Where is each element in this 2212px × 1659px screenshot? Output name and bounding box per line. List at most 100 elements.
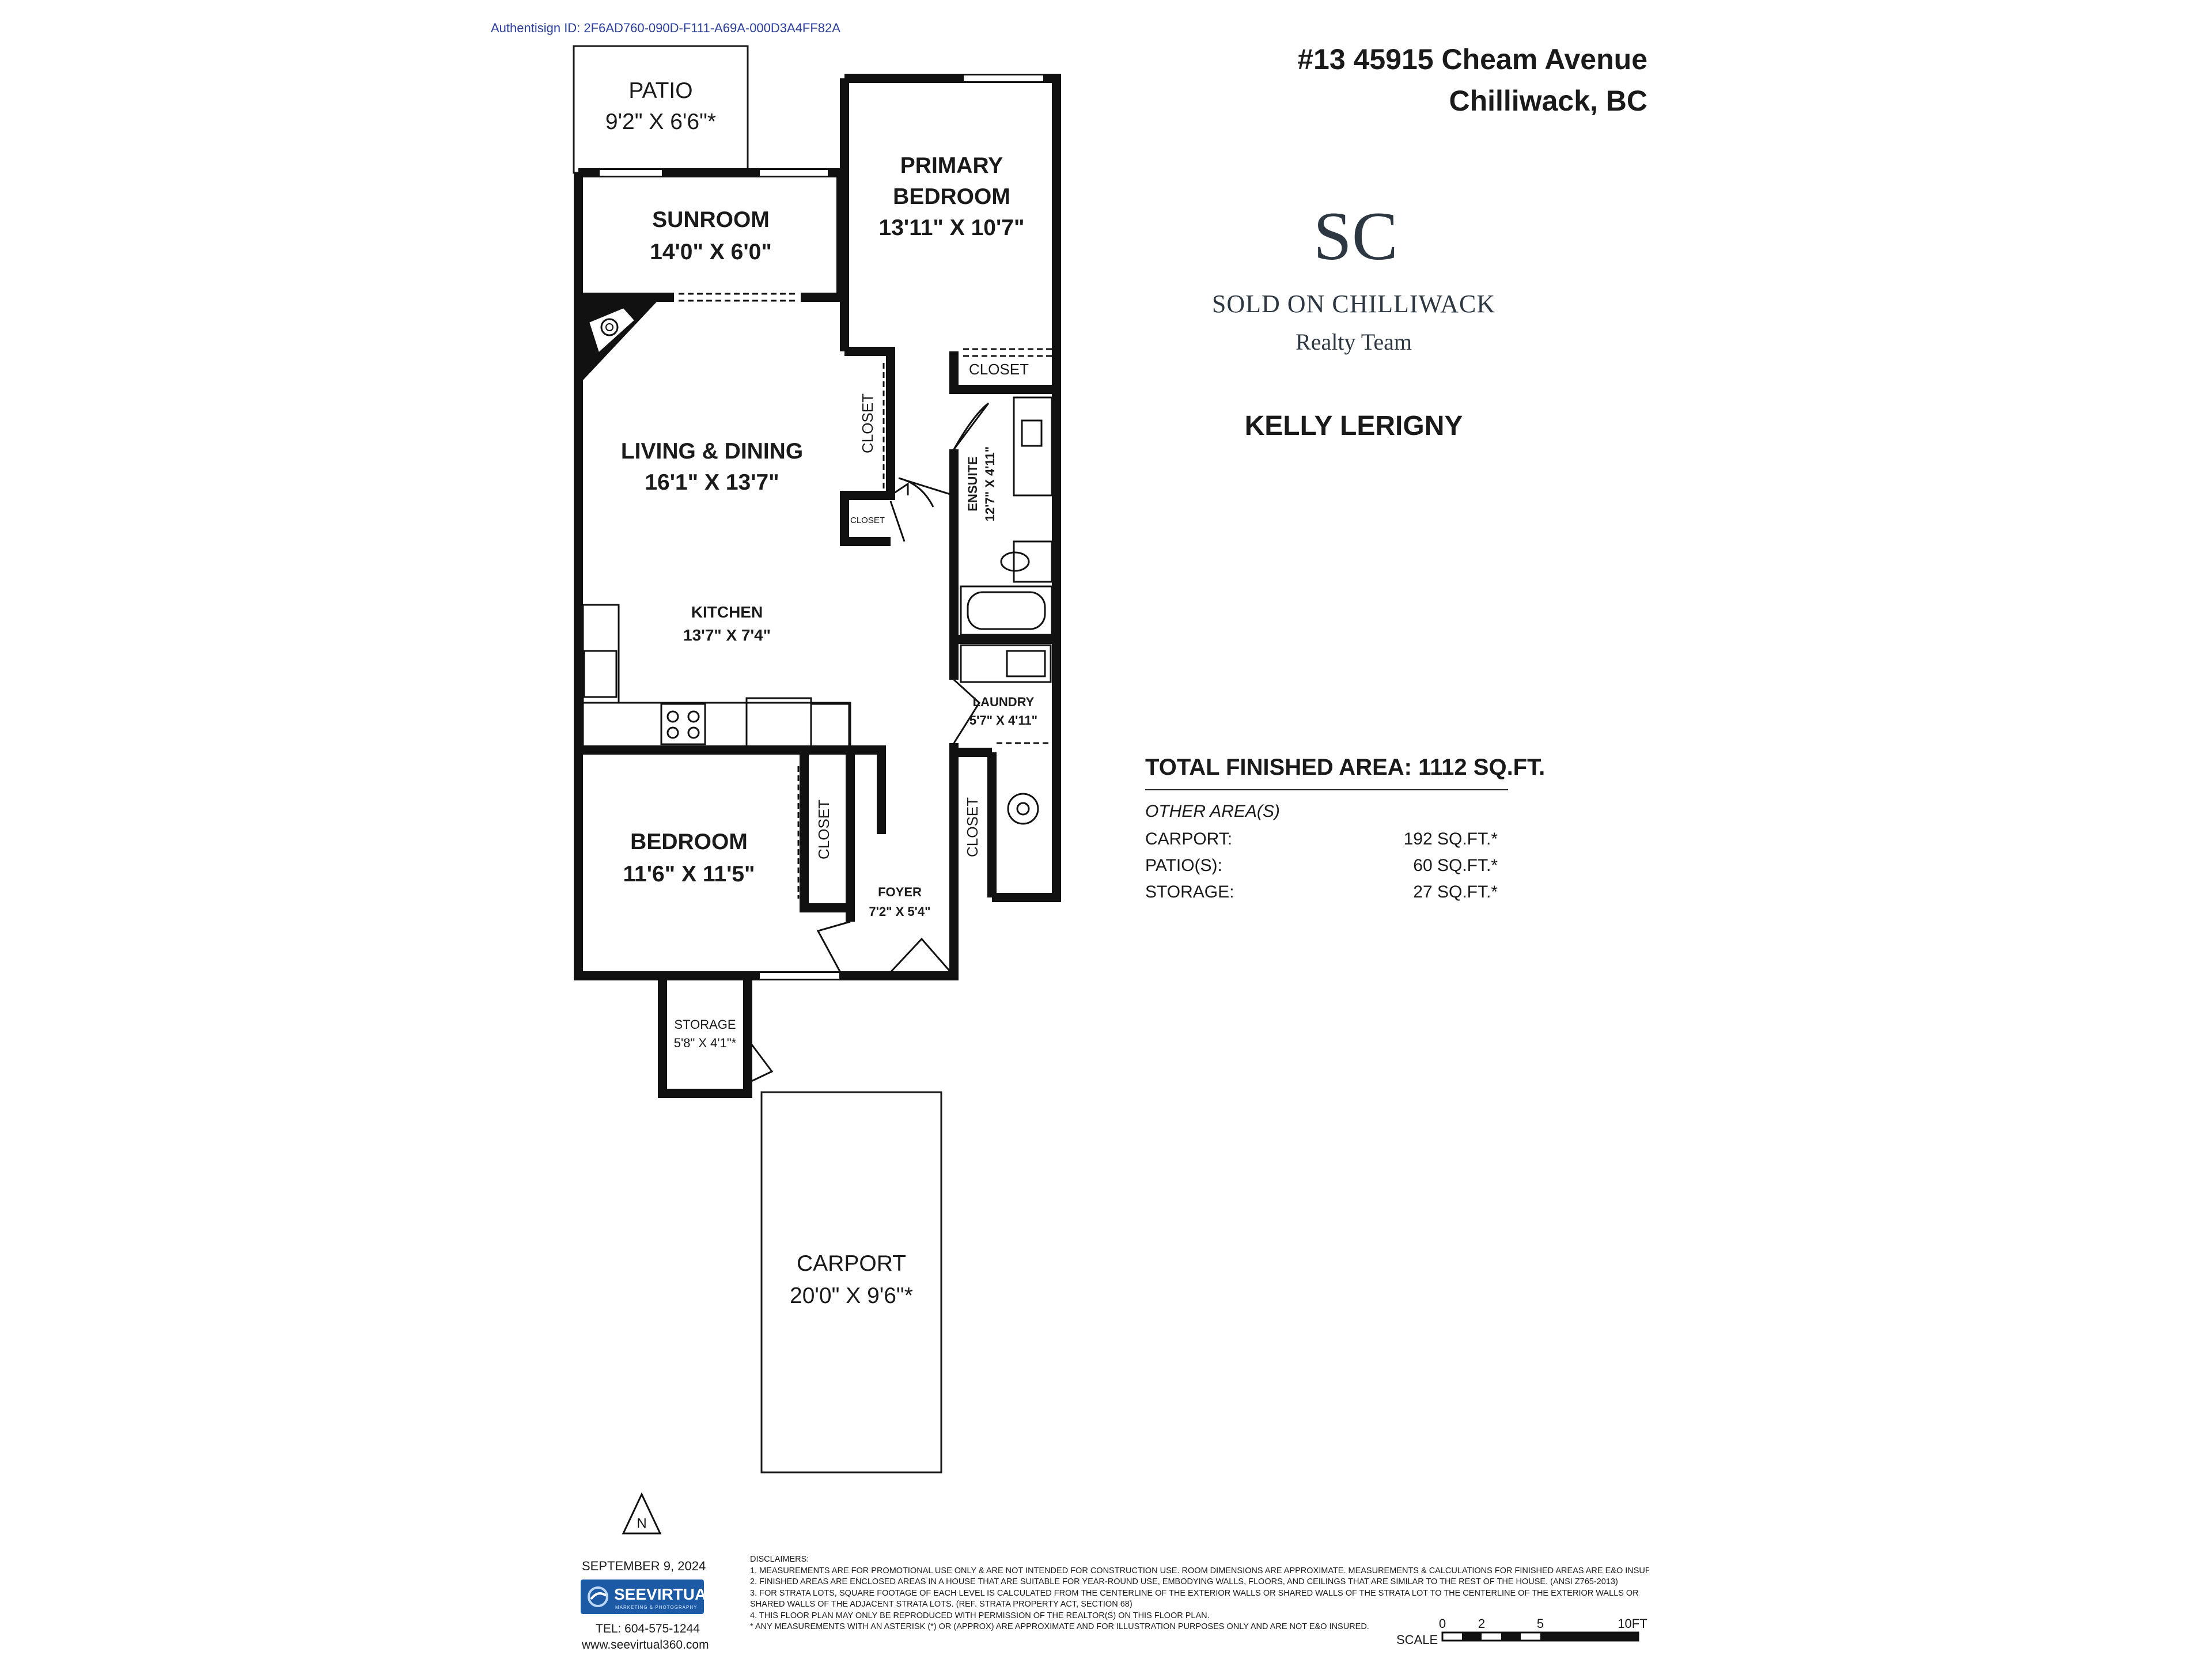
dryer-icon: [1006, 650, 1046, 677]
area-row-value: 27 SQ.FT.*: [1413, 882, 1498, 902]
window: [963, 74, 1044, 82]
small-closet-door: [889, 501, 906, 542]
scale-tick: 5: [1537, 1616, 1544, 1631]
plan-date: SEPTEMBER 9, 2024: [582, 1559, 706, 1573]
north-label: N: [637, 1516, 646, 1531]
room-name-primary-2: BEDROOM: [893, 184, 1010, 209]
burner-icon: [666, 710, 679, 723]
bathtub-icon: [960, 585, 1053, 636]
area-row-value: 60 SQ.FT.*: [1413, 856, 1498, 875]
area-row-label: PATIO(S):: [1145, 856, 1222, 875]
bedroom-door: [816, 921, 851, 974]
room-dims-bedroom: 11'6" X 11'5": [623, 862, 755, 887]
water-heater-core: [1016, 802, 1030, 816]
primary-closet-doors: [963, 348, 1052, 357]
washer-dryer-icon: [960, 644, 1052, 683]
disclaimer-line: * ANY MEASUREMENTS WITH AN ASTERISK (*) …: [750, 1622, 1369, 1631]
total-area-value: 1112 SQ.FT.: [1418, 755, 1546, 780]
room-dims-foyer: 7'2" X 5'4": [869, 904, 930, 919]
bedroom-closet-doors: [797, 766, 806, 899]
seevirtual-name: SEEVIRTUAL: [614, 1585, 717, 1603]
area-row-carport: CARPORT: 192 SQ.FT.*: [1145, 830, 1498, 849]
carport-outline: [760, 1091, 942, 1474]
scale-bar: SCALE 0 2 5 10FT: [1396, 1616, 1647, 1647]
room-dims-sunroom: 14'0" X 6'0": [650, 240, 772, 264]
closet-door: [890, 482, 909, 497]
stove-icon: [660, 703, 706, 745]
wall-closet-living: [840, 347, 895, 546]
area-row-label: STORAGE:: [1145, 882, 1234, 902]
brand-name: SOLD ON CHILLIWACK: [1211, 290, 1496, 318]
room-name-primary-1: PRIMARY: [900, 153, 1003, 178]
area-divider: [1145, 789, 1508, 790]
room-dims-patio: 9'2" X 6'6"*: [605, 109, 716, 134]
ensuite-door: [953, 402, 990, 450]
disclaimers: DISCLAIMERS: 1. MEASUREMENTS ARE FOR PRO…: [750, 1554, 1649, 1633]
living-closet-doors: [882, 363, 892, 490]
room-dims-laundry: 5'7" X 4'11": [969, 713, 1037, 728]
burner-icon: [687, 710, 700, 723]
scale-seg: [1540, 1633, 1638, 1641]
laundry-door: [953, 679, 980, 744]
fridge-icon: [745, 697, 812, 748]
ensuite-vanity: [1013, 396, 1053, 497]
scale-label: SCALE: [1396, 1633, 1438, 1647]
room-name-small-closet: CLOSET: [850, 516, 885, 525]
area-row-patio: PATIO(S): 60 SQ.FT.*: [1145, 856, 1498, 876]
window: [599, 169, 663, 177]
burner-icon: [666, 726, 679, 739]
seevirtual-logo: [581, 1580, 704, 1614]
window: [759, 972, 840, 980]
room-name-living: LIVING & DINING: [621, 439, 803, 464]
area-row-storage: STORAGE: 27 SQ.FT.*: [1145, 882, 1498, 902]
disclaimer-line: 2. FINISHED AREAS ARE ENCLOSED AREAS IN …: [750, 1577, 1618, 1586]
monogram-s: SC: [1313, 198, 1398, 274]
room-name-bedroom-closet: CLOSET: [815, 800, 832, 859]
sunroom-opening: [679, 293, 797, 302]
room-name-sunroom: SUNROOM: [652, 207, 770, 232]
room-name-kitchen: KITCHEN: [691, 603, 763, 621]
company-website: www.seevirtual360.com: [582, 1638, 709, 1652]
room-name-carport: CARPORT: [797, 1251, 906, 1276]
room-name-primary-closet: CLOSET: [969, 361, 1029, 378]
north-arrow-icon: N: [622, 1492, 662, 1535]
room-dims-ensuite: 12'7" X 4'11": [983, 446, 997, 521]
room-name-bedroom: BEDROOM: [630, 830, 748, 854]
scale-seg: [1462, 1633, 1482, 1641]
seevirtual-swirl-icon: [588, 1586, 608, 1607]
total-finished-area: TOTAL FINISHED AREA: 1112 SQ.FT.: [1145, 755, 1545, 781]
company-phone: TEL: 604-575-1244: [596, 1622, 700, 1635]
wall-bedroom-closet: [800, 750, 855, 912]
brand-team: Realty Team: [1296, 329, 1412, 355]
area-row-value: 192 SQ.FT.*: [1403, 830, 1498, 849]
room-name-foyer-closet: CLOSET: [964, 797, 981, 857]
room-dims-storage: 5'8" X 4'1"*: [674, 1036, 737, 1050]
room-dims-primary: 13'11" X 10'7": [879, 215, 1025, 240]
toilet-tank: [1013, 540, 1053, 583]
burner-icon: [687, 726, 700, 739]
kitchen-counter: [582, 702, 851, 748]
room-dims-living: 16'1" X 13'7": [645, 470, 779, 495]
fireplace-icon: [600, 318, 619, 336]
agent-name: KELLY LERIGNY: [1244, 411, 1463, 441]
disclaimer-line: 1. MEASUREMENTS ARE FOR PROMOTIONAL USE …: [750, 1566, 1649, 1575]
address-line-1: #13 45915 Cheam Avenue: [1297, 43, 1647, 75]
disclaimer-line: SHARED WALLS OF THE ADJACENT STRATA LOTS…: [750, 1600, 1132, 1609]
wall-foyer-top: [850, 745, 886, 834]
seevirtual-tagline: MARKETING & PHOTOGRAPHY: [615, 1605, 698, 1610]
fireplace-icon-inner: [605, 323, 613, 331]
scale-tick: 10FT: [1618, 1616, 1647, 1631]
wall-primary-closet: [949, 351, 1056, 394]
brand-monogram-logo: SC: [1313, 198, 1398, 274]
toilet-icon: [1000, 551, 1030, 572]
wall-sunroom-right: [801, 173, 846, 302]
disclaimer-line: DISCLAIMERS:: [750, 1555, 809, 1564]
storage-door: [747, 1039, 774, 1084]
wall-storage: [658, 976, 752, 1098]
scale-seg: [1501, 1633, 1521, 1641]
total-area-label: TOTAL FINISHED AREA:: [1145, 755, 1412, 780]
scale-tick: 2: [1478, 1616, 1485, 1631]
disclaimer-line: 4. THIS FLOOR PLAN MAY ONLY BE REPRODUCE…: [750, 1611, 1210, 1620]
hall-door: [898, 477, 955, 507]
